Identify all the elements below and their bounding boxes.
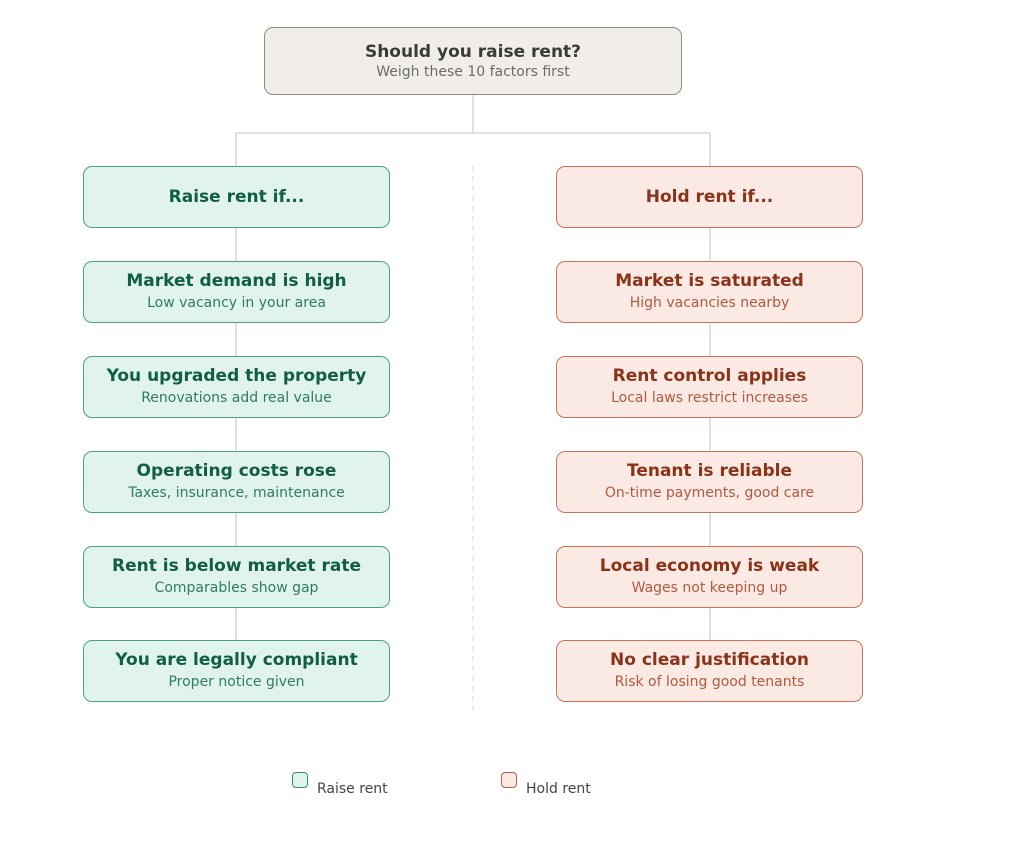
factor-subtitle: Low vacancy in your area [147,295,326,311]
factor-title: Rent control applies [612,366,807,386]
legend-hold-label: Hold rent [526,781,591,797]
raise-factor-node: Rent is below market rate Comparables sh… [83,546,390,608]
hold-factor-node: Rent control applies Local laws restrict… [556,356,863,418]
factor-subtitle: Renovations add real value [141,390,332,406]
root-title: Should you raise rent? [364,41,582,62]
legend-raise-label: Raise rent [317,781,388,797]
factor-subtitle: Wages not keeping up [631,580,788,596]
raise-factor-node: You upgraded the property Renovations ad… [83,356,390,418]
factor-title: Local economy is weak [599,556,820,576]
factor-subtitle: Risk of losing good tenants [614,674,805,690]
legend-raise-swatch [292,772,308,788]
factor-title: Market is saturated [615,271,804,291]
raise-factor-node: Market demand is high Low vacancy in you… [83,261,390,323]
factor-title: You are legally compliant [115,650,358,670]
root-subtitle: Weigh these 10 factors first [376,63,570,80]
factor-title: Rent is below market rate [112,556,361,576]
factor-title: Operating costs rose [136,461,337,481]
legend-hold-swatch [501,772,517,788]
factor-title: Market demand is high [126,271,347,291]
legend-raise: Raise rent [292,772,388,797]
factor-subtitle: Proper notice given [168,674,305,690]
hold-header-label: Hold rent if... [645,187,774,207]
raise-header-label: Raise rent if... [168,187,305,207]
hold-header-node: Hold rent if... [556,166,863,228]
legend-hold: Hold rent [501,772,591,797]
factor-subtitle: On-time payments, good care [604,485,815,501]
factor-subtitle: Taxes, insurance, maintenance [128,485,345,501]
hold-factor-node: Market is saturated High vacancies nearb… [556,261,863,323]
hold-factor-node: No clear justification Risk of losing go… [556,640,863,702]
raise-factor-node: You are legally compliant Proper notice … [83,640,390,702]
factor-title: You upgraded the property [106,366,367,386]
factor-title: Tenant is reliable [626,461,793,481]
factor-subtitle: Comparables show gap [154,580,319,596]
raise-factor-node: Operating costs rose Taxes, insurance, m… [83,451,390,513]
factor-title: No clear justification [610,650,809,670]
raise-header-node: Raise rent if... [83,166,390,228]
hold-factor-node: Local economy is weak Wages not keeping … [556,546,863,608]
root-question-node: Should you raise rent? Weigh these 10 fa… [264,27,682,95]
factor-subtitle: High vacancies nearby [629,295,790,311]
hold-factor-node: Tenant is reliable On-time payments, goo… [556,451,863,513]
factor-subtitle: Local laws restrict increases [611,390,808,406]
